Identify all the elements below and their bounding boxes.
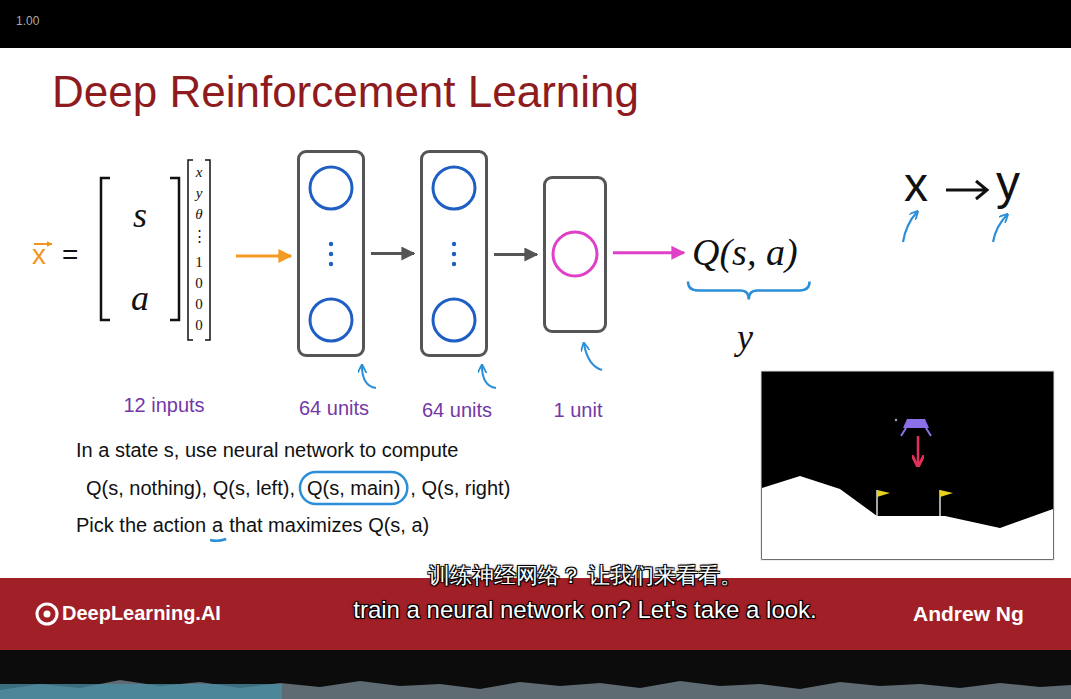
slide-background bbox=[0, 48, 1071, 578]
subtitle: 训练神经网络？ 让我们来看看。 bbox=[285, 563, 885, 589]
thrust-arrow bbox=[917, 436, 920, 466]
progress-bar bbox=[0, 684, 282, 699]
layer-caption: 1 unit bbox=[506, 398, 650, 422]
player-bottom-bar bbox=[0, 650, 1071, 699]
logo-icon bbox=[37, 604, 57, 624]
logo-text: DeepLearning.AI bbox=[62, 601, 221, 625]
matrix-bracket bbox=[170, 178, 179, 320]
layer-caption: 64 units bbox=[383, 398, 531, 422]
ellipsis-dot bbox=[452, 242, 456, 246]
vector-bracket bbox=[188, 160, 193, 340]
state-symbol: s bbox=[120, 194, 160, 237]
slide-title: Deep Reinforcement Learning bbox=[52, 66, 639, 119]
vector-entry: 1 bbox=[189, 253, 209, 271]
hand-arrow bbox=[946, 181, 987, 199]
input-vector: sa12 inputs bbox=[98, 160, 230, 352]
lunar-terrain bbox=[762, 476, 1053, 559]
hand-arrow bbox=[993, 215, 1007, 242]
playback-speed: 1.00 bbox=[16, 14, 39, 28]
lander-legs bbox=[901, 428, 931, 436]
body-text: Pick the action bbox=[76, 513, 206, 537]
q-main: Q(s, main) bbox=[307, 476, 400, 500]
neuron bbox=[310, 167, 352, 209]
hand-symbol: x bbox=[904, 156, 928, 214]
flag bbox=[877, 490, 890, 497]
ellipsis-dot bbox=[329, 262, 333, 266]
neuron bbox=[433, 299, 475, 341]
layer-caption: 12 inputs bbox=[88, 393, 240, 417]
footer-banner bbox=[0, 578, 1071, 650]
ellipsis-dot bbox=[329, 242, 333, 246]
connector-arrow bbox=[494, 253, 537, 256]
particle bbox=[895, 419, 897, 421]
vector-entry: 0 bbox=[189, 274, 209, 292]
body-text: that maximizes Q(s, a) bbox=[229, 513, 429, 537]
neuron bbox=[310, 299, 352, 341]
output-value: Q(s, a) bbox=[690, 230, 800, 276]
ellipsis-dot bbox=[452, 252, 456, 256]
hand-symbol: y bbox=[996, 154, 1020, 212]
body-text: In a state s, use neural network to comp… bbox=[76, 438, 458, 462]
presenter-name: Andrew Ng bbox=[913, 601, 1024, 626]
vector-entry: y bbox=[189, 184, 209, 202]
target-symbol: y bbox=[725, 316, 765, 359]
action-symbol: a bbox=[120, 277, 160, 320]
text-row: Q(s, nothing), Q(s, left), Q(s, main) , Q(… bbox=[86, 476, 510, 500]
action-word: a bbox=[212, 513, 223, 537]
q-value: Q(s, a) bbox=[692, 230, 798, 276]
hidden-layer: 64 units bbox=[297, 150, 365, 357]
logo-icon bbox=[44, 611, 51, 618]
hand-leader bbox=[584, 344, 602, 370]
hand-brace bbox=[688, 282, 810, 300]
player-top-bar bbox=[0, 0, 1071, 48]
vector-entry: 0 bbox=[189, 295, 209, 313]
connector-arrow bbox=[371, 252, 414, 255]
layer-caption: 64 units bbox=[260, 396, 408, 420]
hand-arrow bbox=[903, 212, 917, 242]
lander-scene bbox=[761, 371, 1054, 560]
flag bbox=[940, 490, 953, 497]
hand-leader bbox=[362, 366, 376, 388]
hand-leader bbox=[482, 366, 496, 388]
connector-arrow bbox=[613, 251, 684, 254]
output-neuron bbox=[553, 232, 597, 276]
output-layer: 1 unit bbox=[543, 176, 607, 333]
vector-entry: x bbox=[189, 163, 209, 181]
audio-waveform bbox=[0, 680, 1071, 699]
neuron bbox=[433, 167, 475, 209]
equals-sign: = bbox=[62, 238, 78, 272]
text-row: Pick the actionathat maximizes Q(s, a) bbox=[76, 513, 429, 537]
connector-arrow bbox=[236, 255, 291, 258]
subtitle: train a neural network on? Let's take a … bbox=[285, 596, 885, 625]
vector-bracket bbox=[205, 160, 210, 340]
vector-entry: 0 bbox=[189, 316, 209, 334]
hidden-layer: 64 units bbox=[420, 150, 488, 357]
q-list: , Q(s, right) bbox=[410, 476, 510, 500]
hand-circle bbox=[300, 472, 407, 504]
q-list: Q(s, nothing), Q(s, left), bbox=[86, 476, 295, 500]
vector-entry: θ bbox=[189, 205, 209, 223]
input-symbol: x bbox=[32, 238, 46, 272]
hand-underline bbox=[210, 539, 226, 541]
lander-body bbox=[903, 419, 929, 428]
ellipsis-dot bbox=[452, 262, 456, 266]
ellipsis-dot bbox=[329, 252, 333, 256]
matrix-bracket bbox=[101, 178, 110, 320]
vector-entry: ⋮ bbox=[189, 227, 209, 245]
